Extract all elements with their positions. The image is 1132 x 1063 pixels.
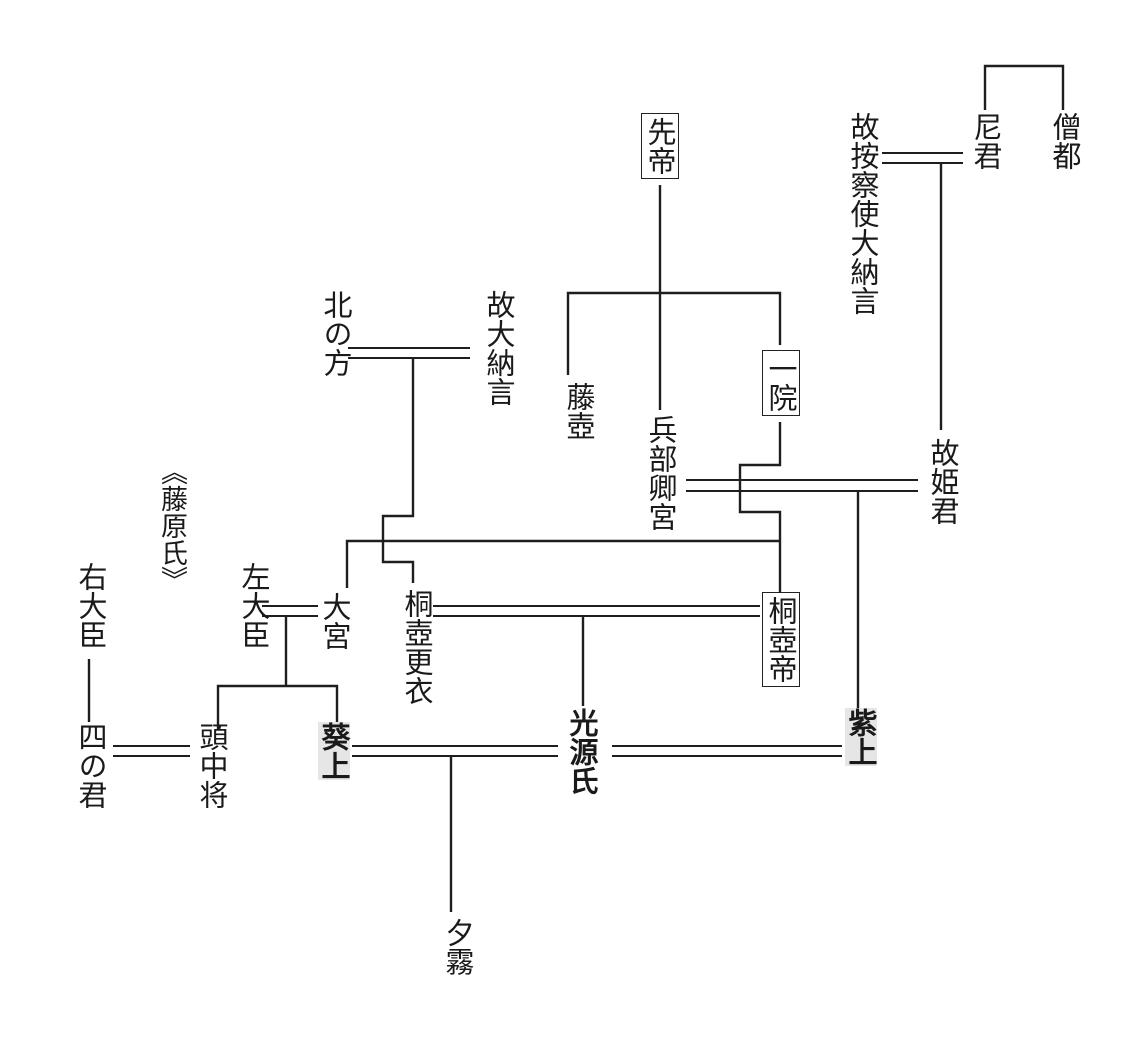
person-genji: 光源氏 (565, 708, 599, 795)
person-yon-no-kimi: 四の君 (74, 722, 108, 809)
person-aoi: 葵上 (317, 722, 351, 780)
children-bracket-sadaijin (216, 684, 339, 730)
person-sento: 先帝 (641, 113, 679, 179)
person-murasaki: 紫上 (844, 708, 878, 766)
person-to-no-chujo: 頭中将 (195, 722, 229, 809)
descent-line-kiritsubo-koi (381, 358, 415, 583)
person-sadaijin: 左大臣 (237, 562, 271, 649)
person-kohimegimi: 故姫君 (926, 438, 960, 525)
sibling-line-amagimi-sozu (983, 64, 1065, 110)
person-ichiin: 一院 (762, 350, 800, 416)
person-kodainagon: 故大納言 (482, 290, 516, 406)
person-kitanokata: 北の方 (319, 290, 353, 377)
person-amagimi: 尼君 (969, 112, 1003, 170)
person-omiya: 大宮 (318, 592, 352, 650)
clan-label: 《藤原氏》 (156, 458, 187, 593)
children-bracket-sento (566, 291, 782, 375)
person-koazechi: 故按察使大納言 (846, 112, 880, 315)
person-sozu: 僧都 (1048, 112, 1082, 170)
children-bracket-ichiin (345, 539, 780, 588)
person-kiritsubo-tei: 桐壺帝 (762, 592, 800, 687)
person-kiritsubo-koi: 桐壺更衣 (400, 589, 434, 705)
person-yugiri: 夕霧 (441, 918, 475, 976)
person-udaijin: 右大臣 (74, 562, 108, 649)
person-fujitsubo: 藤壺 (562, 382, 596, 440)
descent-line-ichiin (738, 422, 782, 592)
person-hyobukyo: 兵部卿宮 (644, 415, 678, 531)
